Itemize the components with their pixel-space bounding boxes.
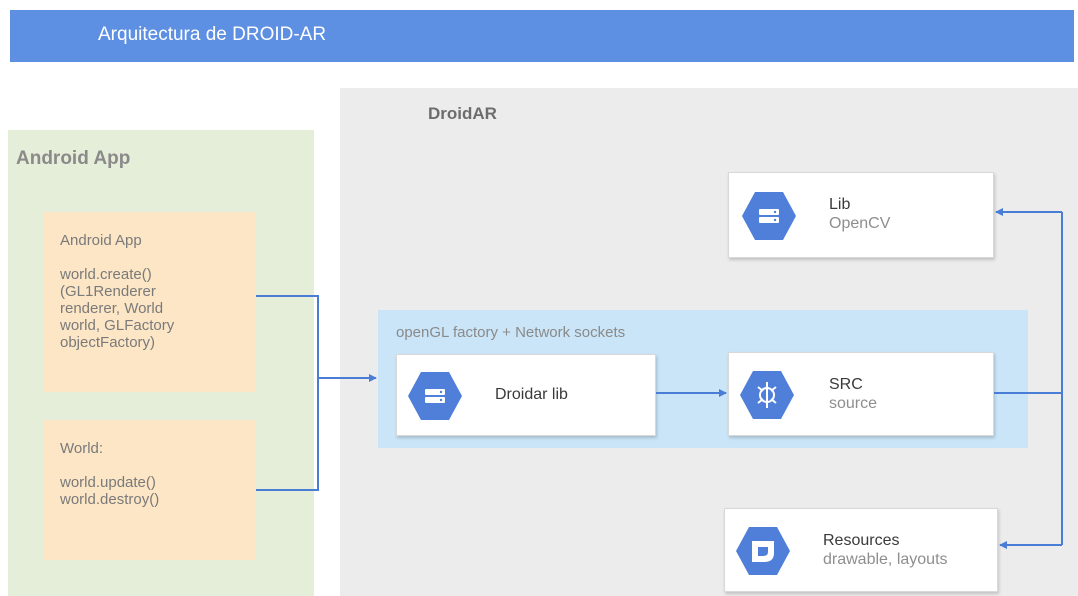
android-app-create-note: Android App world.create() (GL1Renderer … xyxy=(44,212,256,392)
note-title: World: xyxy=(60,440,104,457)
droidar-lib-card: Droidar lib xyxy=(396,354,656,436)
note-title: Android App xyxy=(60,232,142,249)
lib-opencv-card: Lib OpenCV xyxy=(728,172,994,258)
note-line: world.update() xyxy=(60,474,156,491)
card-subtitle: OpenCV xyxy=(829,215,891,232)
card-subtitle: drawable, layouts xyxy=(823,551,948,568)
droidar-panel-title: DroidAR xyxy=(428,104,497,123)
storage-icon xyxy=(408,372,462,420)
note-line: objectFactory) xyxy=(60,334,156,351)
world-methods-note: World: world.update() world.destroy() xyxy=(44,420,256,560)
note-line: world.destroy() xyxy=(60,491,160,508)
note-line: (GL1Renderer xyxy=(60,283,156,300)
card-title: Lib xyxy=(829,196,851,213)
card-subtitle: source xyxy=(829,395,878,412)
storage-icon xyxy=(742,192,796,240)
page-title: Arquitectura de DROID-AR xyxy=(98,24,327,45)
resources-card: Resources drawable, layouts xyxy=(724,508,998,592)
opengl-group-title: openGL factory + Network sockets xyxy=(396,324,626,341)
resources-icon xyxy=(736,527,790,575)
source-code-icon xyxy=(740,371,794,419)
card-title: Droidar lib xyxy=(495,386,568,403)
src-card: SRC source xyxy=(728,352,994,436)
note-line: world, GLFactory xyxy=(60,317,175,334)
header-bar: Arquitectura de DROID-AR xyxy=(10,10,1074,62)
card-title: Resources xyxy=(823,532,900,549)
android-app-panel-title: Android App xyxy=(16,148,131,169)
note-line: world.create() xyxy=(60,266,152,283)
note-line: renderer, World xyxy=(60,300,164,317)
card-title: SRC xyxy=(829,376,863,393)
